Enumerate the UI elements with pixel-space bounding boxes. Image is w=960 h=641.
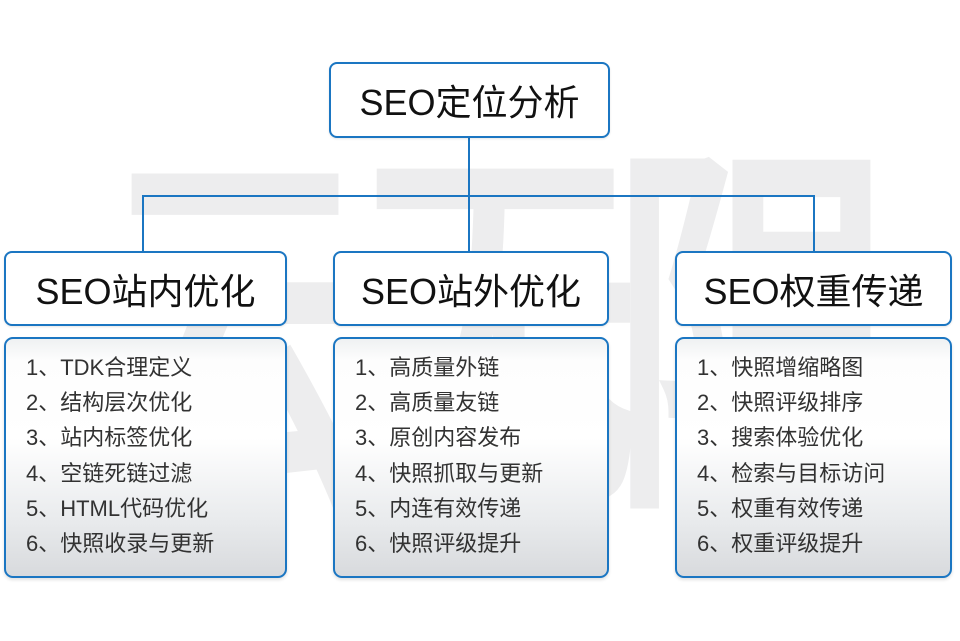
column-header-weight: SEO权重传递 [675, 251, 952, 326]
list-item: 5、内连有效传递 [355, 495, 522, 521]
list-item: 6、快照评级提升 [355, 531, 522, 557]
list-item: 1、高质量外链 [355, 355, 500, 380]
list-item: 2、高质量友链 [355, 390, 500, 416]
list-item: 4、检索与目标访问 [697, 460, 886, 486]
column-header-onsite: SEO站内优化 [4, 251, 287, 326]
list-item: 4、快照抓取与更新 [355, 460, 544, 486]
list-item: 4、空链死链过滤 [26, 460, 193, 486]
list-item: 2、快照评级排序 [697, 390, 864, 416]
list-item: 1、快照增缩略图 [697, 355, 864, 380]
list-panel-offsite: 1、高质量外链 2、高质量友链 3、原创内容发布 4、快照抓取与更新 5、内连有… [333, 337, 609, 578]
connector-left-vertical [142, 195, 144, 252]
list-item: 5、HTML代码优化 [26, 495, 209, 521]
column-header-offsite: SEO站外优化 [333, 251, 609, 326]
list-item: 3、搜索体验优化 [697, 425, 864, 451]
column-header-weight-title: SEO权重传递 [703, 270, 924, 312]
list-item: 3、站内标签优化 [26, 425, 193, 451]
list-item: 6、权重评级提升 [697, 531, 864, 557]
list-panel-onsite: 1、TDK合理定义 2、结构层次优化 3、站内标签优化 4、空链死链过滤 5、H… [4, 337, 287, 578]
list-panel-weight: 1、快照增缩略图 2、快照评级排序 3、搜索体验优化 4、检索与目标访问 5、权… [675, 337, 952, 578]
column-header-offsite-title: SEO站外优化 [360, 270, 582, 312]
connector-right-vertical [813, 195, 815, 252]
root-node-title: SEO定位分析 [359, 82, 580, 123]
list-item: 3、原创内容发布 [355, 425, 522, 451]
column-header-onsite-title: SEO站内优化 [35, 270, 256, 312]
list-item: 6、快照收录与更新 [26, 531, 215, 557]
list-item: 1、TDK合理定义 [26, 355, 193, 380]
connector-root-vertical [468, 137, 470, 252]
connector-horizontal [142, 195, 815, 197]
root-node: SEO定位分析 [329, 62, 610, 138]
list-item: 2、结构层次优化 [26, 390, 193, 416]
list-item: 5、权重有效传递 [697, 495, 864, 521]
